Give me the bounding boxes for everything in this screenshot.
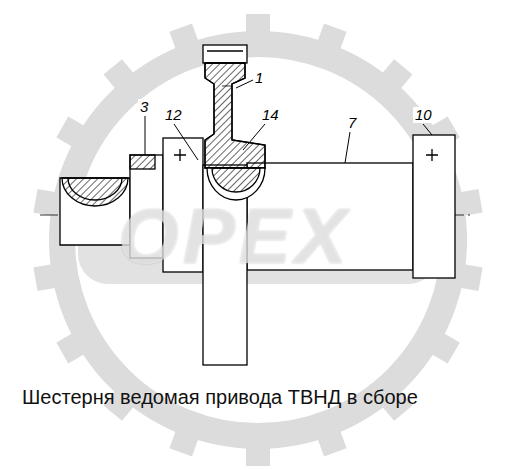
watermark-tooth [453, 263, 483, 291]
gear-section [205, 63, 265, 168]
figure-caption: Шестерня ведомая привода ТВНД в сборе [22, 380, 482, 414]
watermark-tooth [56, 330, 91, 364]
gear-section-outline [205, 63, 265, 168]
bearing-10 [413, 135, 455, 278]
callout-number: 1 [253, 70, 265, 86]
gear-shaft-assembly [40, 45, 470, 365]
watermark-text: OPEX [118, 196, 351, 276]
gear-web-line [222, 86, 232, 87]
watermark-tooth [453, 189, 483, 217]
hub-groove-section [212, 168, 260, 192]
callout-number: 10 [413, 107, 434, 123]
bearing-mark [426, 149, 438, 161]
watermark-tooth [56, 117, 91, 151]
gear-rim [203, 45, 247, 63]
leader-lines [145, 80, 432, 163]
ring-section [130, 155, 155, 169]
watermark-tooth [315, 424, 346, 457]
watermark-tooth [33, 189, 63, 217]
watermark-tooth [169, 424, 200, 457]
callout-number: 3 [138, 99, 150, 115]
watermark-tooth [377, 59, 412, 94]
watermark-tooth [246, 440, 270, 466]
bearing-mark [174, 149, 186, 161]
watermark-tooth [425, 330, 460, 364]
callout-number: 7 [346, 115, 358, 131]
watermark-tooth [315, 24, 346, 57]
callout-number: 14 [260, 107, 281, 123]
callout-number: 12 [163, 107, 184, 123]
groove-edge [68, 178, 122, 200]
watermark-tooth [169, 24, 200, 57]
watermark-ring [62, 44, 454, 436]
watermark-tooth [104, 59, 139, 94]
watermark-tooth [33, 263, 63, 291]
watermark-tooth [246, 14, 270, 40]
rim-line [207, 50, 243, 51]
